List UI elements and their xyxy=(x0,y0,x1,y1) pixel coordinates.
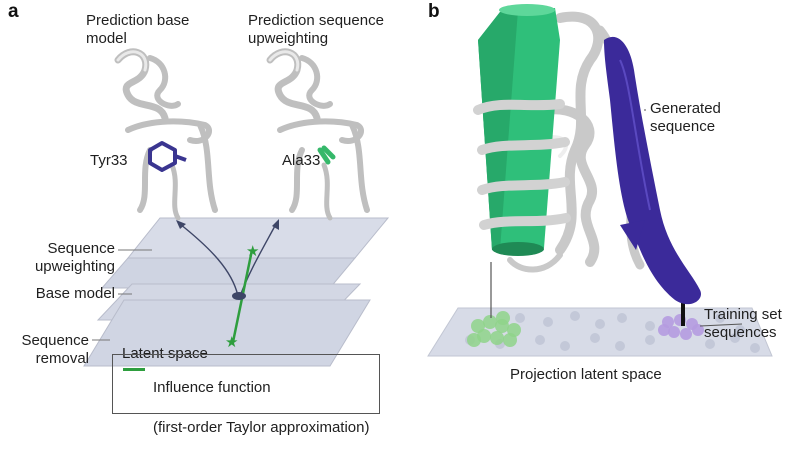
plane-dot xyxy=(595,319,605,329)
influence-star-top: ★ xyxy=(246,242,259,260)
generated-line2: sequence xyxy=(650,118,716,135)
plane-dot xyxy=(750,343,760,353)
heading-upweighting: Prediction sequence upweighting xyxy=(248,12,384,48)
tyr33-sidechain xyxy=(148,141,187,172)
influence-star-bottom: ★ xyxy=(225,333,238,351)
purple-cluster-dot xyxy=(668,326,680,338)
plane-dot xyxy=(590,333,600,343)
training-line1: Training set xyxy=(704,306,782,323)
legend-text: Influence function (first-order Taylor a… xyxy=(153,358,369,458)
residue-tyr33: Tyr33 xyxy=(90,152,128,169)
generated-sequence-ribbon xyxy=(604,36,701,305)
label-training-set: Training set sequences xyxy=(704,306,782,342)
plane-dot xyxy=(705,339,715,349)
plane-dot xyxy=(715,313,725,323)
legend-swatch-influence xyxy=(123,368,145,371)
heading-upweighting-line1: Prediction sequence xyxy=(248,12,384,29)
purple-cluster-dot xyxy=(658,324,670,336)
generated-line1: Generated xyxy=(650,100,721,117)
green-cluster-dot xyxy=(490,331,504,345)
plane-dot xyxy=(645,335,655,345)
ala33-sidechain xyxy=(317,145,336,165)
legend-line1: Influence function xyxy=(153,379,271,396)
plane-dot xyxy=(515,313,525,323)
label-sequence-upweighting: Sequence upweighting xyxy=(5,240,115,276)
plane-dot xyxy=(730,333,740,343)
panel-b-letter: b xyxy=(428,1,440,22)
arrow-to-base-model xyxy=(179,223,239,297)
label-latent-space: Latent space xyxy=(122,345,208,362)
residue-ala33: Ala33 xyxy=(282,152,321,169)
heading-base-model-line2: model xyxy=(86,30,127,47)
projection-plane-dots xyxy=(465,311,760,353)
plane-dot xyxy=(735,325,745,335)
legend-line2: (first-order Taylor approximation) xyxy=(153,419,370,436)
green-cluster-dot xyxy=(496,311,510,325)
label-removal-line1: Sequence xyxy=(21,332,89,349)
plane-sequence-removal xyxy=(83,299,371,367)
purple-cluster-dot xyxy=(692,324,704,336)
label-upweighting-line2: upweighting xyxy=(34,258,115,275)
purple-cluster-dot xyxy=(680,328,692,340)
heading-upweighting-line2: upweighting xyxy=(248,30,329,47)
plane-dot xyxy=(615,341,625,351)
label-projection-latent-space: Projection latent space xyxy=(510,366,662,383)
base-model-point xyxy=(232,292,246,300)
protein-base-model xyxy=(114,48,218,221)
label-generated-sequence: Generated sequence xyxy=(650,100,721,136)
protein-upweighting xyxy=(266,48,370,221)
plane-dot xyxy=(543,317,553,327)
figure-canvas: ★ ★ xyxy=(83,4,773,367)
heading-base-model: Prediction base model xyxy=(86,12,189,48)
green-cluster-dot xyxy=(467,333,481,347)
green-cluster-dot xyxy=(483,315,497,329)
training-line2: sequences xyxy=(704,324,777,341)
label-upweighting-line1: Sequence xyxy=(47,240,115,257)
panel-a-letter: a xyxy=(8,1,19,22)
plane-dot xyxy=(560,341,570,351)
plane-dot xyxy=(535,335,545,345)
heading-base-model-line1: Prediction base xyxy=(86,12,190,29)
label-sequence-removal: Sequence removal xyxy=(5,332,89,368)
green-cluster-dot xyxy=(503,333,517,347)
plane-dot xyxy=(570,311,580,321)
label-removal-line2: removal xyxy=(35,350,89,367)
plane-dot xyxy=(645,321,655,331)
arrowhead-base-model xyxy=(176,220,186,229)
grey-helix-wraps xyxy=(473,99,571,230)
arrowhead-upweighting xyxy=(272,219,279,230)
legend: Influence function (first-order Taylor a… xyxy=(112,354,380,436)
plane-dot xyxy=(617,313,627,323)
label-base-model: Base model xyxy=(35,285,115,302)
leader-training xyxy=(699,323,743,327)
training-cluster-green xyxy=(467,311,521,347)
